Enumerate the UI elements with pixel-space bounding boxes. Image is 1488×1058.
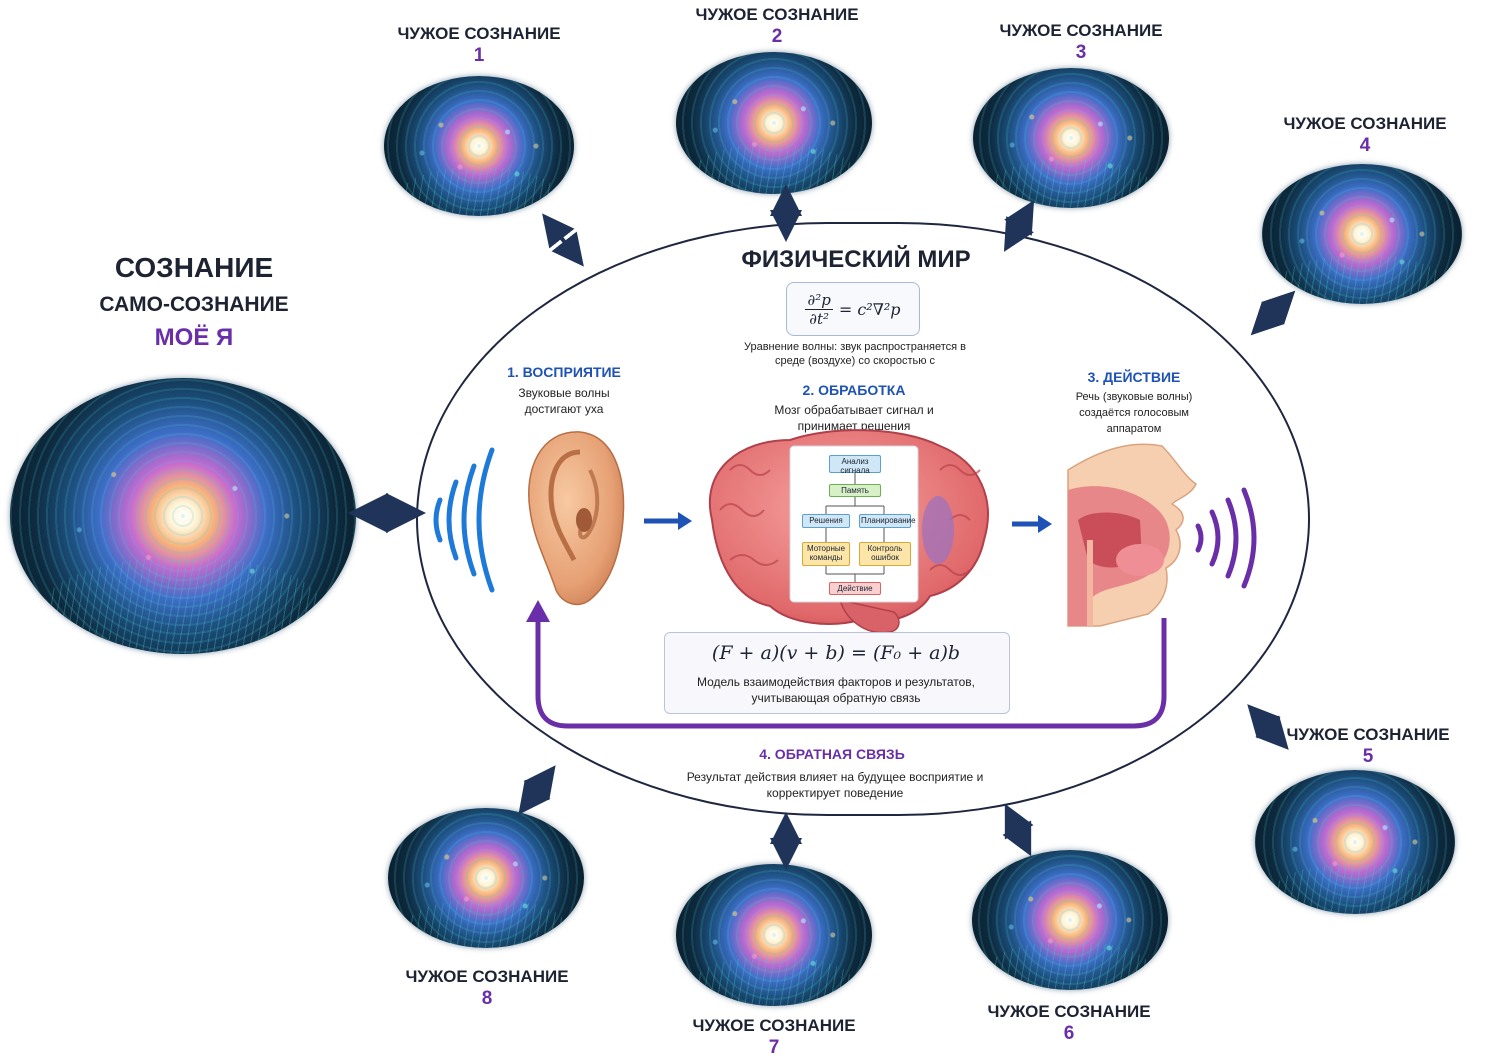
incoming-sound-waves bbox=[433, 447, 495, 593]
wave-eq-denominator: ∂t² bbox=[809, 309, 830, 328]
flow-error: Контроль ошибок bbox=[859, 542, 911, 566]
feedback-loop-arrow bbox=[535, 618, 1167, 729]
self-title: СОЗНАНИЕ bbox=[114, 252, 274, 283]
link-arrow-5 bbox=[1247, 704, 1289, 750]
step3-text: Речь (звуковые волны) создаётся голосовы… bbox=[1075, 391, 1193, 435]
model-formula: (F + a)(v + b) = (F₀ + a)b bbox=[711, 642, 961, 664]
self-me: МОЁ Я bbox=[154, 324, 234, 351]
flow-action: Действие bbox=[829, 582, 881, 595]
link-arrow-8 bbox=[518, 765, 556, 815]
other-orb-1[interactable] bbox=[384, 76, 574, 216]
self-subtitle: САМО-СОЗНАНИЕ bbox=[99, 293, 289, 316]
other-orb-4[interactable] bbox=[1262, 164, 1462, 304]
flow-memory: Память bbox=[829, 484, 881, 497]
flow-analysis: Анализ сигнала bbox=[829, 455, 881, 475]
link-arrow-4 bbox=[1250, 290, 1296, 336]
link-arrow-6 bbox=[1002, 803, 1034, 857]
step2-text: Мозг обрабатывает сигнал и принимает реш… bbox=[774, 403, 934, 433]
other-orb-3[interactable] bbox=[973, 68, 1169, 208]
self-consciousness-orb[interactable] bbox=[10, 378, 356, 654]
physical-world-title: ФИЗИЧЕСКИЙ МИР bbox=[741, 246, 971, 273]
flow-motor: Моторные команды bbox=[802, 542, 850, 566]
step4-text: Результат действия влияет на будущее вос… bbox=[686, 770, 984, 800]
other-orb-7[interactable] bbox=[676, 864, 872, 1006]
model-caption: Модель взаимодействия факторов и результ… bbox=[696, 675, 976, 705]
other-orb-6[interactable] bbox=[972, 850, 1168, 990]
other-orb-8[interactable] bbox=[388, 808, 584, 948]
ear-illustration bbox=[528, 431, 625, 606]
outgoing-speech-waves bbox=[1195, 487, 1257, 589]
link-arrow-3 bbox=[1003, 200, 1035, 252]
wave-eq-rhs: = c²∇²p bbox=[838, 299, 901, 319]
link-arrow-1 bbox=[542, 213, 584, 267]
step1-heading: 1. ВОСПРИЯТИЕ bbox=[507, 364, 621, 380]
step3-heading: 3. ДЕЙСТВИЕ bbox=[1087, 369, 1181, 385]
other-orb-5[interactable] bbox=[1255, 770, 1455, 914]
wave-caption: Уравнение волны: звук распространяется в… bbox=[743, 341, 967, 367]
wave-eq-numerator: ∂²p bbox=[805, 290, 833, 310]
flow-planning: Планирование bbox=[859, 514, 916, 528]
mouth-illustration bbox=[1067, 443, 1197, 627]
step1-text: Звуковые волны достигают уха bbox=[518, 386, 610, 416]
other-orb-2[interactable] bbox=[676, 52, 872, 194]
wave-equation-box: ∂²p ∂t² = c²∇²p bbox=[786, 282, 920, 336]
step2-heading: 2. ОБРАБОТКА bbox=[802, 382, 906, 398]
flow-decisions: Решения bbox=[802, 514, 850, 528]
model-formula-box bbox=[664, 632, 1010, 714]
step4-heading: 4. ОБРАТНАЯ СВЯЗЬ bbox=[759, 746, 905, 762]
